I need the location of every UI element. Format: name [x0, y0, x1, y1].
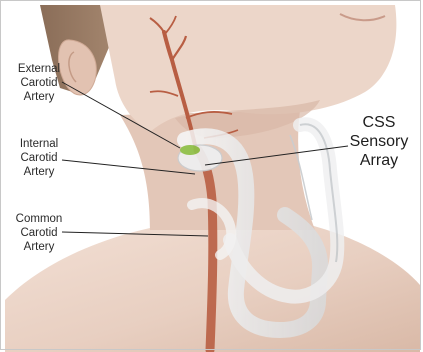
common-carotid-label: Common Carotid Artery: [8, 212, 70, 254]
external-carotid-label: External Carotid Artery: [8, 62, 70, 104]
sensory-array-label: CSS Sensory Array: [340, 114, 418, 171]
internal-carotid-label: Internal Carotid Artery: [8, 137, 70, 179]
sensor-highlight: [180, 145, 200, 155]
